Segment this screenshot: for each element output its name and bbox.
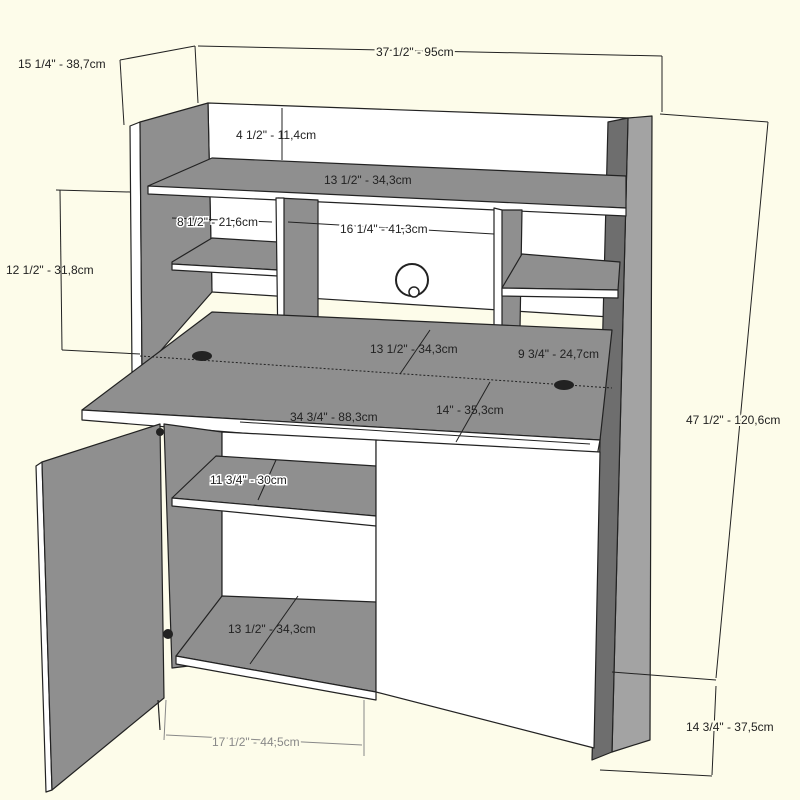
top-shelf-depth-label: 13 1/2" - 34,3cm <box>324 173 412 187</box>
desk-depth-dim-line <box>399 329 431 375</box>
floor-depth-dim-line <box>249 595 299 665</box>
width-dim-line <box>197 45 663 57</box>
cabinet-floor-depth-label: 13 1/2" - 34,3cm <box>228 622 316 636</box>
width-total-label: 37 1/2" - 95cm <box>376 45 454 59</box>
left-door <box>41 423 165 791</box>
height-total-label: 47 1/2" - 120,6cm <box>686 413 780 427</box>
right-cubby-depth-label: 9 3/4" - 24,7cm <box>518 347 599 361</box>
cabinet-inner-height-label: 14 3/4" - 37,5cm <box>686 720 774 734</box>
right-grommet-icon <box>554 380 574 390</box>
grommet-inner-icon <box>408 286 420 298</box>
right-door <box>375 439 601 749</box>
door-hinge-bottom-icon <box>163 629 173 639</box>
center-opening-width-label: 16 1/4" - 41,3cm <box>340 222 428 236</box>
hutch-height-dim-line <box>59 189 63 351</box>
center-width-dim-line <box>287 221 495 235</box>
depth-total-label: 15 1/4" - 38,7cm <box>18 57 106 71</box>
cabinet-floor-front <box>175 655 377 701</box>
door-hinge-top-icon <box>156 428 164 436</box>
cabinet-shelf-depth-label: 11 3/4" - 30cm <box>210 473 287 487</box>
right-cubby-shelf-front <box>501 287 619 299</box>
total-height-dim-line <box>715 121 769 679</box>
desk-fold-line <box>139 355 613 389</box>
inner-width-dim-line <box>165 734 363 746</box>
depth-dim-line <box>119 45 196 61</box>
inner-height-dim-line <box>711 685 717 776</box>
hutch-top-gap-label: 4 1/2" - 11,4cm <box>236 128 316 142</box>
top-shelf-front <box>147 185 627 217</box>
shelf-depth-dim-line <box>257 459 277 501</box>
cubby-width-dim-line <box>171 217 273 223</box>
desk-ext-dim-line <box>455 381 491 443</box>
desk-extension-label: 14" - 35,3cm <box>436 403 504 417</box>
left-grommet-icon <box>192 351 212 361</box>
hutch-height-label: 12 1/2" - 31,8cm <box>6 263 94 277</box>
desk-width-label: 34 3/4" - 88,3cm <box>290 410 378 424</box>
cabinet-leg <box>157 699 161 731</box>
cabinet-inner-width-label: 17 1/2" - 44,5cm <box>212 735 300 749</box>
side-cubby-width-label: 8 1/2" - 21,6cm <box>177 215 258 229</box>
desk-depth-fixed-label: 13 1/2" - 34,3cm <box>370 342 458 356</box>
